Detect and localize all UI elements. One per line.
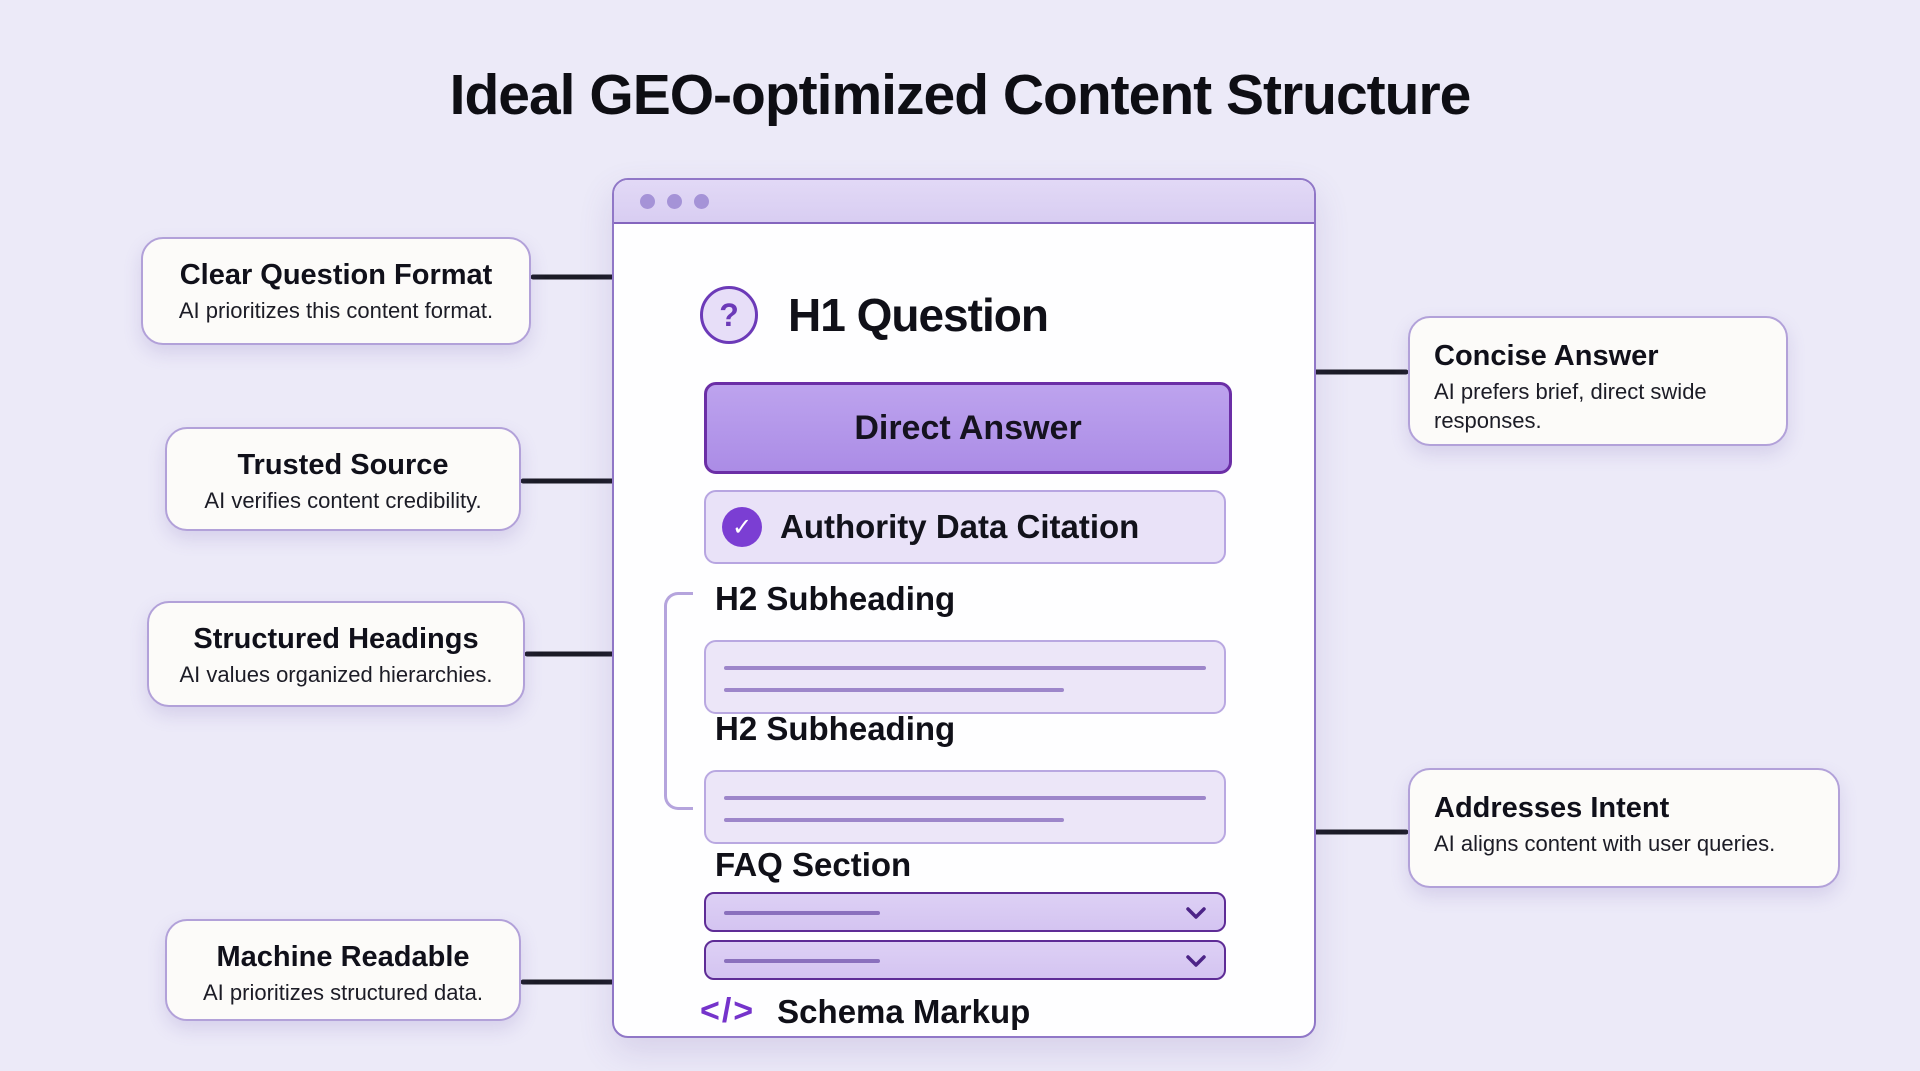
window-dot — [640, 193, 655, 209]
callout-title: Clear Question Format — [179, 259, 493, 291]
faq-accordion-item-2[interactable] — [704, 940, 1226, 980]
callout-desc: AI prefers brief, direct swide responses… — [1434, 379, 1707, 433]
callout-machine-readable: Machine Readable AI prioritizes structur… — [165, 919, 521, 1021]
paragraph-placeholder-2 — [704, 770, 1226, 844]
h2-subheading-2: H2 Subheading — [715, 710, 956, 747]
callout-concise-answer: Concise Answer AI prefers brief, direct … — [1408, 316, 1788, 446]
chevron-down-icon — [1186, 907, 1206, 919]
paragraph-placeholder-1 — [704, 640, 1226, 714]
schema-markup-row: </> Schema Markup — [700, 992, 1030, 1031]
window-dot — [667, 193, 682, 209]
h2-subheading-1: H2 Subheading — [715, 580, 956, 617]
callout-desc: AI prioritizes this content format. — [178, 298, 494, 324]
callout-trusted-source: Trusted Source AI verifies content credi… — [165, 427, 521, 531]
callout-desc: AI values organized hierarchies. — [179, 662, 493, 688]
text-line — [724, 818, 1064, 822]
callout-structured-headings: Structured Headings AI values organized … — [147, 601, 525, 707]
text-line — [724, 796, 1206, 800]
callout-title: Machine Readable — [216, 941, 470, 973]
headings-bracket — [664, 592, 693, 810]
callout-title: Structured Headings — [193, 623, 479, 655]
schema-markup-label: Schema Markup — [777, 992, 1031, 1030]
chevron-down-icon — [1186, 955, 1206, 967]
callout-title: Addresses Intent — [1434, 792, 1670, 824]
question-placeholder-line — [724, 911, 880, 915]
authority-citation-label: Authority Data Citation — [780, 508, 1140, 545]
browser-titlebar — [614, 180, 1314, 224]
question-glyph: ? — [719, 296, 739, 333]
check-icon: ✓ — [722, 507, 762, 547]
page-title: Ideal GEO-optimized Content Structure — [449, 63, 1472, 127]
h1-question-heading: H1 Question — [788, 289, 1049, 341]
text-line — [724, 666, 1206, 670]
question-placeholder-line — [724, 959, 880, 963]
faq-accordion-item-1[interactable] — [704, 892, 1226, 932]
window-dot — [694, 193, 709, 209]
callout-desc: AI prioritizes structured data. — [202, 980, 483, 1006]
text-line — [724, 688, 1064, 692]
callout-title: Trusted Source — [237, 449, 449, 481]
code-icon: </> — [700, 992, 756, 1030]
question-mark-icon: ? — [700, 286, 758, 344]
callout-addresses-intent: Addresses Intent AI aligns content with … — [1408, 768, 1840, 888]
h1-question-row: ? H1 Question — [700, 286, 1049, 344]
callout-desc: AI verifies content credibility. — [204, 488, 482, 514]
faq-heading: FAQ Section — [715, 846, 912, 883]
callout-desc: AI aligns content with user queries. — [1434, 831, 1776, 857]
callout-title: Concise Answer — [1434, 340, 1659, 372]
check-glyph: ✓ — [731, 513, 753, 541]
authority-citation-badge: ✓ Authority Data Citation — [704, 490, 1226, 564]
browser-content: ? H1 Question Direct Answer ✓ Authority … — [614, 224, 1314, 1036]
browser-window: ? H1 Question Direct Answer ✓ Authority … — [612, 178, 1316, 1038]
direct-answer-button[interactable]: Direct Answer — [704, 382, 1232, 474]
callout-clear-question-format: Clear Question Format AI prioritizes thi… — [141, 237, 531, 345]
